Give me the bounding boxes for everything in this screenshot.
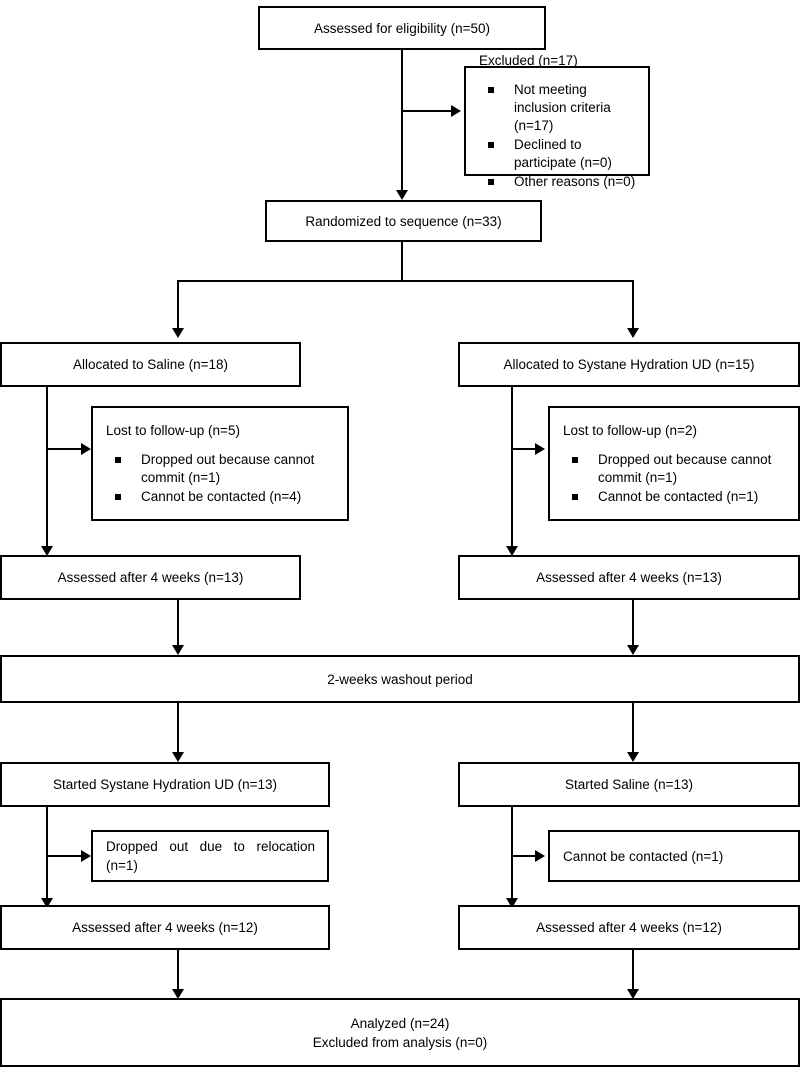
arrow-left-to-dropout (81, 850, 91, 862)
connector-left-assessed-to-washout (177, 600, 179, 647)
node-dropout-relocation-label: Dropped out due to relocation (n=1) (106, 839, 315, 873)
connector-right-allocation-stem (511, 387, 513, 550)
node-dropout-not-contacted-label: Cannot be contacted (n=1) (563, 848, 724, 864)
arrow-left-to-lost (81, 443, 91, 455)
node-allocated-saline-label: Allocated to Saline (n=18) (73, 357, 228, 372)
node-excluded: Excluded (n=17) Not meeting inclusion cr… (464, 53, 650, 189)
node-assessed-4weeks-right: Assessed after 4 weeks (n=13) (458, 555, 800, 600)
connector-left-allocation-stem (46, 387, 48, 550)
node-excluded-bullets: Not meeting inclusion criteria (n=17) De… (466, 81, 648, 192)
list-item: Dropped out because cannot commit (n=1) (115, 451, 339, 487)
node-dropout-not-contacted: Cannot be contacted (n=1) (548, 830, 800, 882)
connector-left-started-stem (46, 807, 48, 902)
list-item: Not meeting inclusion criteria (n=17) (488, 81, 640, 135)
connector-left-to-dropout (46, 855, 81, 857)
list-item: Other reasons (n=0) (488, 173, 640, 191)
node-excluded-heading: Excluded (n=17) (479, 52, 578, 68)
arrow-right-to-dropout (535, 850, 545, 862)
connector-right-to-lost (511, 448, 535, 450)
node-assessed-for-eligibility: Assessed for eligibility (n=50) (258, 6, 546, 50)
arrow-washout-to-right-started (627, 752, 639, 762)
arrow-left-assessed-to-washout (172, 645, 184, 655)
arrow-left-started-to-assessed (41, 898, 53, 908)
connector-right-started-stem (511, 807, 513, 902)
node-lost-followup-left-bullets: Dropped out because cannot commit (n=1) … (93, 451, 347, 507)
node-lost-followup-left: Lost to follow-up (n=5) Dropped out beca… (91, 406, 349, 521)
connector-right-to-analyzed (632, 950, 634, 993)
node-started-systane-label: Started Systane Hydration UD (n=13) (53, 777, 277, 792)
arrow-right-to-lost (535, 443, 545, 455)
connector-right-to-dropout (511, 855, 535, 857)
node-assessed-4weeks-b-right: Assessed after 4 weeks (n=12) (458, 905, 800, 950)
node-washout-period-label: 2-weeks washout period (327, 671, 473, 687)
connector-left-to-lost (46, 448, 81, 450)
node-assessed-for-eligibility-label: Assessed for eligibility (n=50) (314, 20, 490, 36)
node-allocated-systane-label: Allocated to Systane Hydration UD (n=15) (503, 357, 755, 372)
connector-left-to-analyzed (177, 950, 179, 993)
square-bullet-icon (488, 141, 494, 148)
square-bullet-icon (488, 178, 494, 185)
arrow-assessed-to-randomized (396, 190, 408, 200)
connector-assessed-to-randomized (401, 50, 403, 198)
list-item: Cannot be contacted (n=1) (572, 488, 790, 506)
node-assessed-4weeks-left-label: Assessed after 4 weeks (n=13) (57, 570, 244, 585)
node-randomized-label: Randomized to sequence (n=33) (305, 213, 502, 229)
arrow-washout-to-left-started (172, 752, 184, 762)
arrow-split-to-left-allocation (172, 328, 184, 338)
node-washout-period: 2-weeks washout period (0, 655, 800, 703)
node-analyzed-line1: Analyzed (n=24) (350, 1015, 450, 1031)
node-assessed-4weeks-b-right-label: Assessed after 4 weeks (n=12) (536, 920, 722, 935)
node-started-saline-label: Started Saline (n=13) (565, 777, 693, 792)
node-lost-followup-right: Lost to follow-up (n=2) Dropped out beca… (548, 406, 800, 521)
list-item: Declined to participate (n=0) (488, 136, 640, 172)
arrow-left-to-assessed4 (41, 546, 53, 556)
list-item: Dropped out because cannot commit (n=1) (572, 451, 790, 487)
connector-split-to-right-allocation (632, 280, 634, 330)
connector-randomized-stem (401, 242, 403, 280)
arrow-left-to-analyzed (172, 989, 184, 999)
node-started-systane: Started Systane Hydration UD (n=13) (0, 762, 330, 807)
node-assessed-4weeks-right-label: Assessed after 4 weeks (n=13) (536, 570, 722, 585)
list-item: Cannot be contacted (n=4) (115, 488, 339, 506)
node-lost-followup-right-heading: Lost to follow-up (n=2) (563, 422, 697, 438)
arrow-right-to-assessed4 (506, 546, 518, 556)
connector-randomized-split-bar (177, 280, 634, 282)
node-started-saline: Started Saline (n=13) (458, 762, 800, 807)
square-bullet-icon (115, 493, 121, 500)
node-lost-followup-right-bullets: Dropped out because cannot commit (n=1) … (550, 451, 798, 507)
node-lost-followup-left-heading: Lost to follow-up (n=5) (106, 422, 240, 438)
connector-washout-to-left-started (177, 703, 179, 755)
connector-split-to-left-allocation (177, 280, 179, 330)
arrow-split-to-right-allocation (627, 328, 639, 338)
node-assessed-4weeks-b-left-label: Assessed after 4 weeks (n=12) (72, 920, 258, 935)
node-analyzed-line2: Excluded from analysis (n=0) (312, 1034, 488, 1050)
square-bullet-icon (488, 86, 494, 93)
square-bullet-icon (572, 456, 578, 463)
node-assessed-4weeks-left: Assessed after 4 weeks (n=13) (0, 555, 301, 600)
arrow-right-started-to-assessed (506, 898, 518, 908)
node-assessed-4weeks-b-left: Assessed after 4 weeks (n=12) (0, 905, 330, 950)
node-randomized: Randomized to sequence (n=33) (265, 200, 542, 242)
node-allocated-systane: Allocated to Systane Hydration UD (n=15) (458, 342, 800, 387)
arrow-right-assessed-to-washout (627, 645, 639, 655)
connector-washout-to-right-started (632, 703, 634, 755)
connector-right-assessed-to-washout (632, 600, 634, 647)
node-allocated-saline: Allocated to Saline (n=18) (0, 342, 301, 387)
node-dropout-relocation: Dropped out due to relocation (n=1) (91, 830, 329, 882)
arrow-right-to-analyzed (627, 989, 639, 999)
node-analyzed: Analyzed (n=24) Excluded from analysis (… (0, 998, 800, 1067)
arrow-to-excluded (451, 105, 461, 117)
square-bullet-icon (115, 456, 121, 463)
connector-to-excluded (401, 110, 451, 112)
square-bullet-icon (572, 493, 578, 500)
